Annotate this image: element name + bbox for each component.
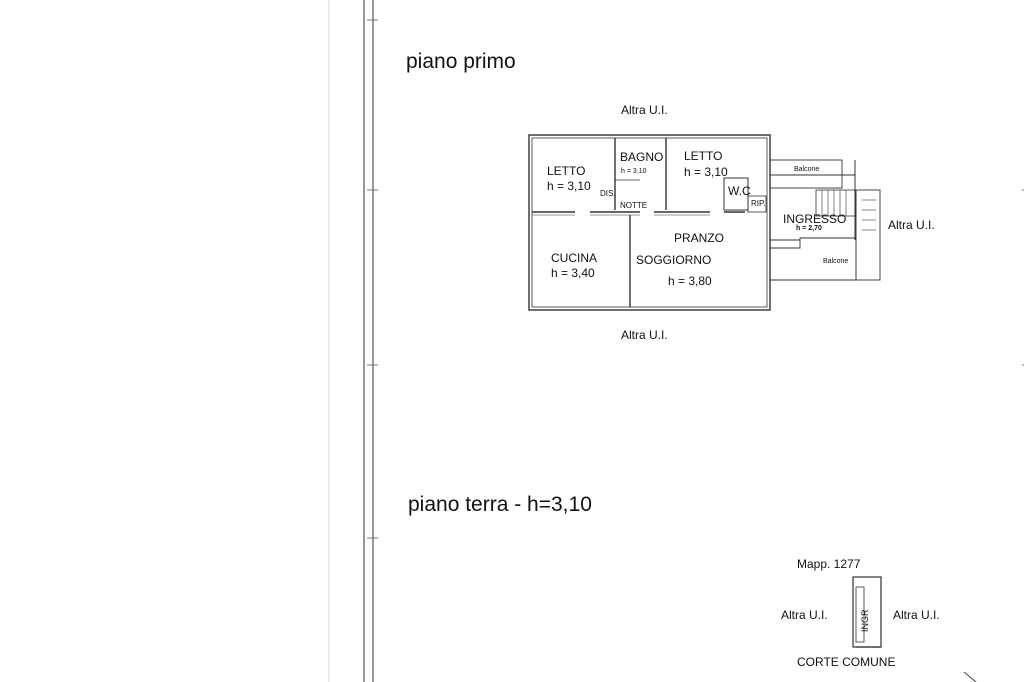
room-notte: NOTTE: [620, 201, 648, 210]
corte-comune-label: CORTE COMUNE: [797, 655, 896, 669]
room-letto-left-name: LETTO: [547, 164, 586, 178]
frame-ticks: [367, 19, 378, 539]
room-bagno-height: h = 3.10: [621, 168, 647, 175]
room-rip: RIP.: [751, 199, 766, 208]
neighbor-unit-left-ground: Altra U.I.: [781, 608, 828, 622]
first-floor-plan: [528, 134, 881, 311]
room-soggiorno-height: h = 3,80: [668, 274, 712, 288]
heading-ground-floor: piano terra - h=3,10: [408, 493, 592, 516]
balcone-top-label: Balcone: [794, 166, 820, 173]
neighbor-unit-top: Altra U.I.: [621, 103, 668, 117]
room-letto-right-name: LETTO: [684, 149, 723, 163]
room-cucina-height: h = 3,40: [551, 266, 595, 280]
room-letto-right-height: h = 3,10: [684, 165, 728, 179]
neighbor-unit-right-ground: Altra U.I.: [893, 608, 940, 622]
mapp-label: Mapp. 1277: [797, 557, 861, 571]
ground-floor-plan: [852, 576, 882, 648]
neighbor-unit-right: Altra U.I.: [888, 218, 935, 232]
room-wc: W.C: [728, 184, 751, 198]
room-soggiorno-name: SOGGIORNO: [636, 253, 712, 267]
room-ingresso-name: INGRESSO: [783, 212, 847, 226]
room-bagno-name: BAGNO: [620, 150, 664, 164]
room-ingresso-height: h = 2,70: [796, 225, 822, 232]
heading-first-floor: piano primo: [406, 50, 516, 73]
balcone-bottom-label: Balcone: [823, 258, 849, 265]
room-letto-left-height: h = 3,10: [547, 179, 591, 193]
room-cucina-name: CUCINA: [551, 251, 598, 265]
room-dis: DIS.: [600, 189, 616, 198]
room-pranzo: PRANZO: [674, 231, 725, 245]
ingr-label: INGR: [860, 609, 870, 633]
neighbor-unit-bottom: Altra U.I.: [621, 328, 668, 342]
outer-wall: [528, 134, 771, 311]
